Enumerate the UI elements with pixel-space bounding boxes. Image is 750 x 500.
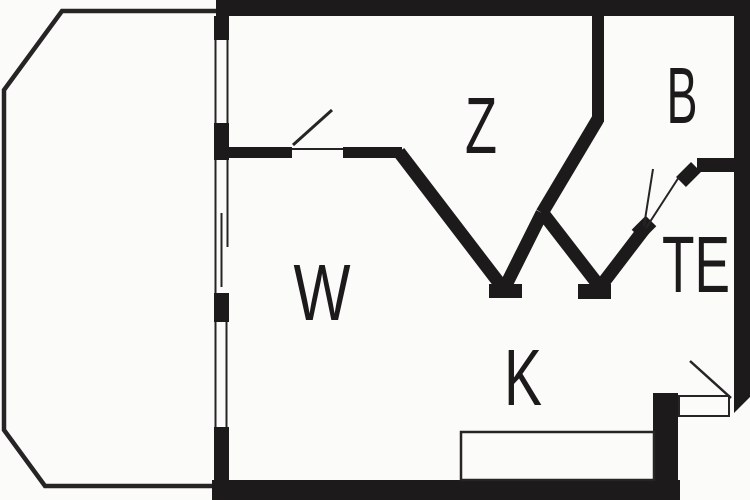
room-label-w: W xyxy=(294,248,351,337)
wall-te-top-chamfer xyxy=(676,162,701,187)
wall-right xyxy=(734,0,750,413)
entry-door-leaf xyxy=(689,360,732,399)
wall-diagonal-mid-up xyxy=(499,210,548,290)
te-door-leaf xyxy=(643,168,654,227)
wall-left-pier-3 xyxy=(214,293,229,322)
wall-left-pier-4 xyxy=(214,427,229,480)
walls-diagonal xyxy=(393,115,701,292)
room-label-te: TE xyxy=(662,220,730,309)
terrace-wall-lines xyxy=(1,8,216,489)
wall-te-top xyxy=(697,158,750,172)
wall-wz-left-segment xyxy=(229,147,292,158)
te-door-swing xyxy=(645,176,680,229)
z-door-leaf xyxy=(291,108,334,147)
wall-diagonal-mid-down xyxy=(536,208,606,291)
counter-outline xyxy=(459,430,656,482)
entry-step xyxy=(678,395,730,417)
wall-left-pier-2 xyxy=(214,123,229,160)
walls-solid xyxy=(212,0,750,500)
windows xyxy=(214,40,229,427)
room-label-b: B xyxy=(667,51,698,140)
wall-diagonal-z-left xyxy=(393,148,509,292)
wall-left-pier-1 xyxy=(214,16,229,40)
wall-bottom xyxy=(212,480,680,500)
wall-diagonal-zb-link xyxy=(536,115,604,217)
wall-entry-notch xyxy=(653,393,678,500)
doors xyxy=(291,108,732,417)
room-label-z: Z xyxy=(465,81,497,170)
room-label-k: K xyxy=(504,333,542,422)
terrace-outline xyxy=(1,8,216,489)
wall-diagonal-te-left xyxy=(594,224,651,291)
wall-wz-right-segment xyxy=(343,147,402,158)
room-labels: W Z B TE K xyxy=(294,51,731,422)
kitchen-counter xyxy=(459,430,656,482)
wall-zb-vertical xyxy=(592,16,604,122)
wall-top xyxy=(216,0,750,16)
